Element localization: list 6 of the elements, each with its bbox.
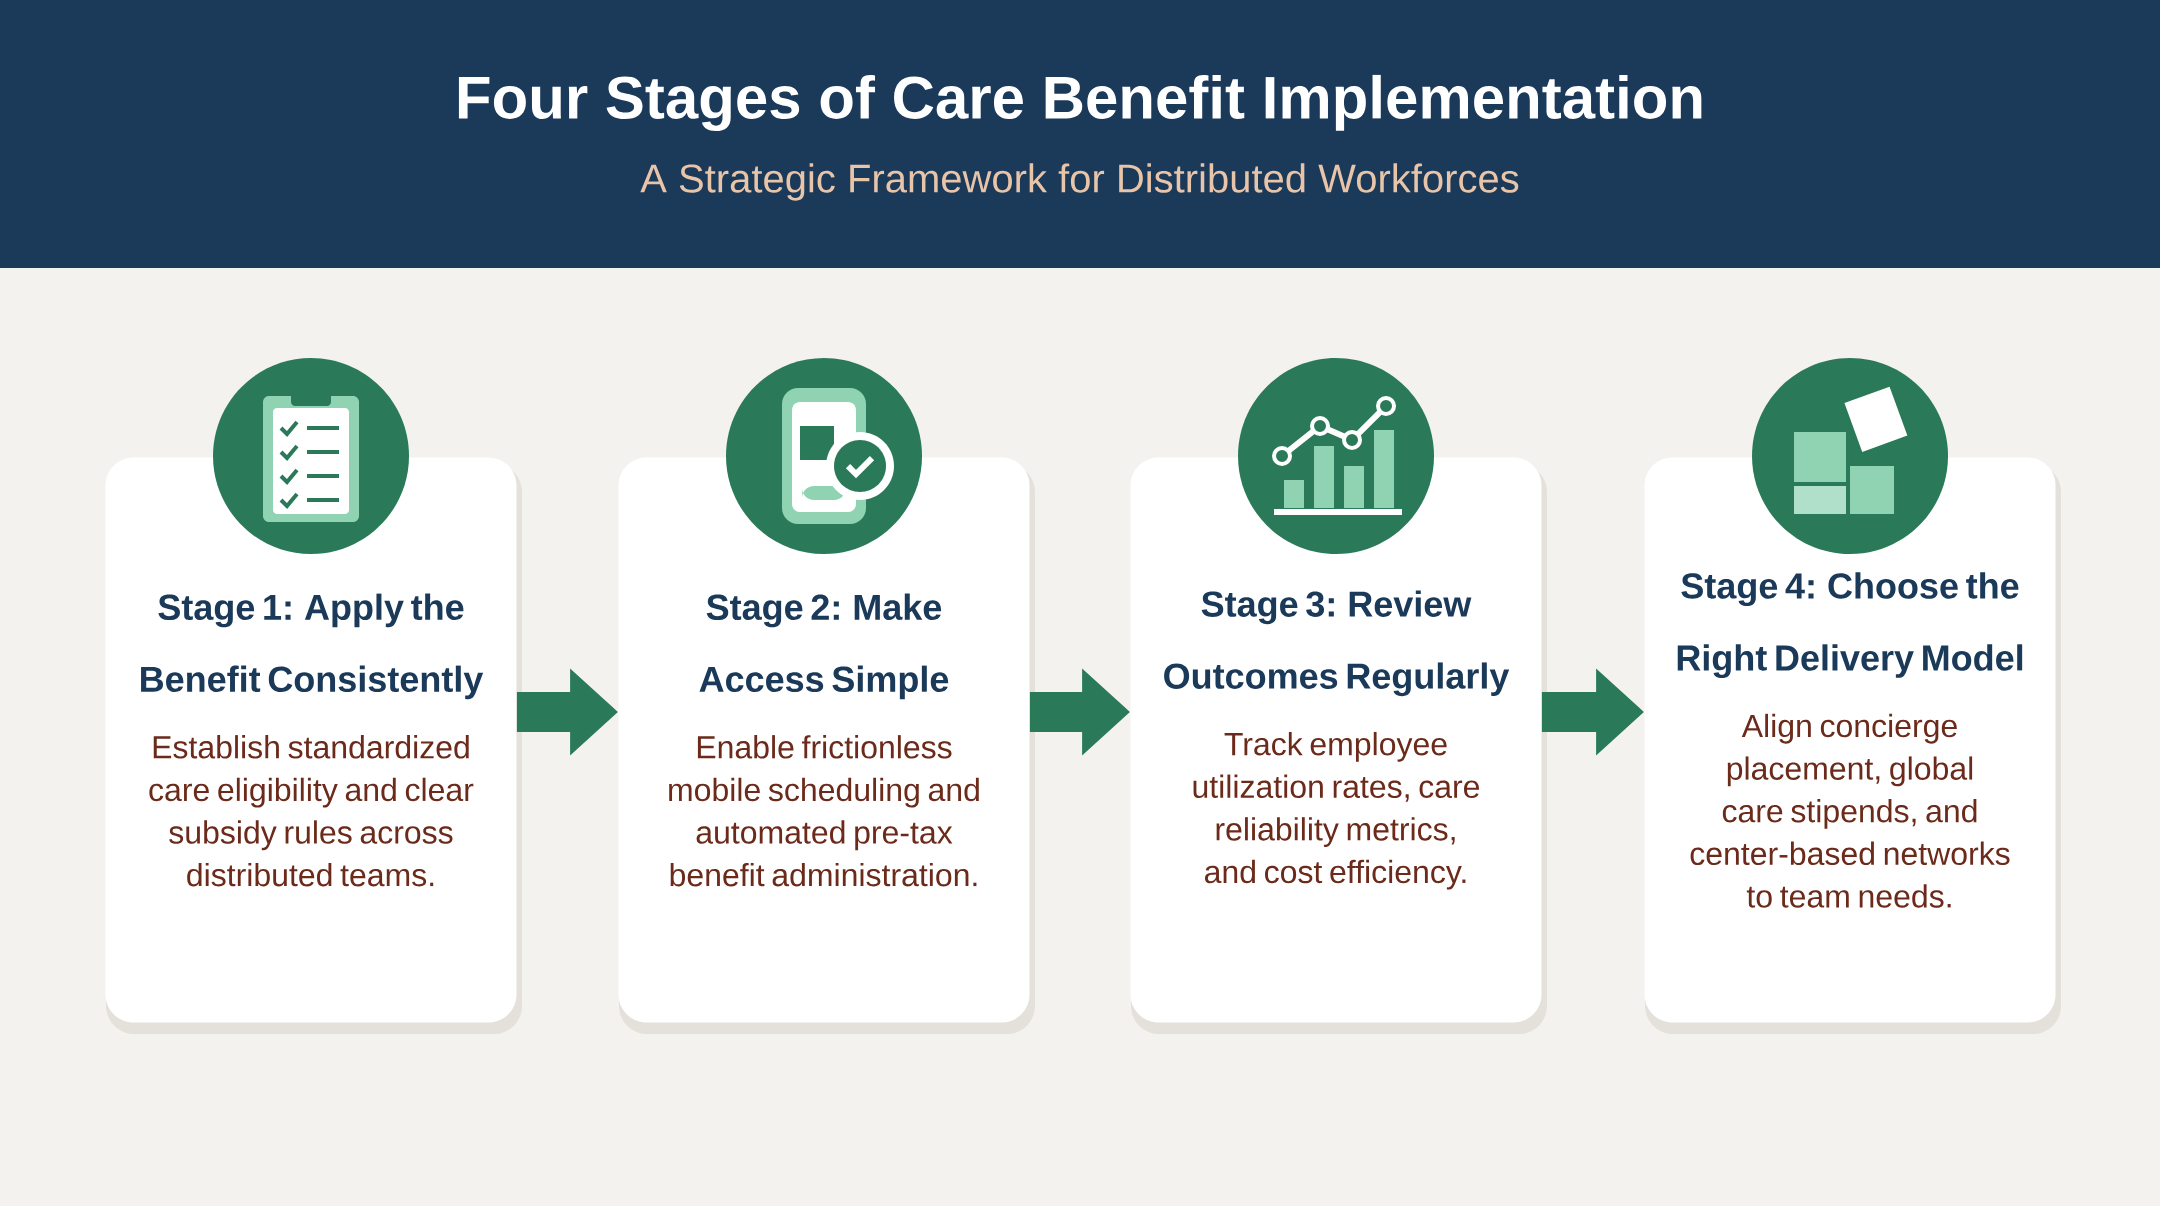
title: Four Stages of Care Benefit Implementation <box>458 74 1702 132</box>
stage-card: Stage 3: Review Outcomes Regularly Track employee utilization rates, care reliability metrics, and cost efficiency. <box>1130 457 1547 1034</box>
stage-card: Stage 2: Make Access Simple Enable frictionless mobile scheduling and automated pre-tax benefit administration. <box>618 457 1035 1034</box>
stage-card: Stage 4: Choose the Right Delivery Model Align concierge placement, global care stipends, and center-based networks to team needs. <box>1644 457 2061 1034</box>
subtitle: A Strategic Framework for Distributed Workforces <box>640 163 1519 201</box>
stage-card: Stage 1: Apply the Benefit Consistently Establish standardized care eligibility and clear subsidy rules across distributed teams. <box>105 457 522 1034</box>
